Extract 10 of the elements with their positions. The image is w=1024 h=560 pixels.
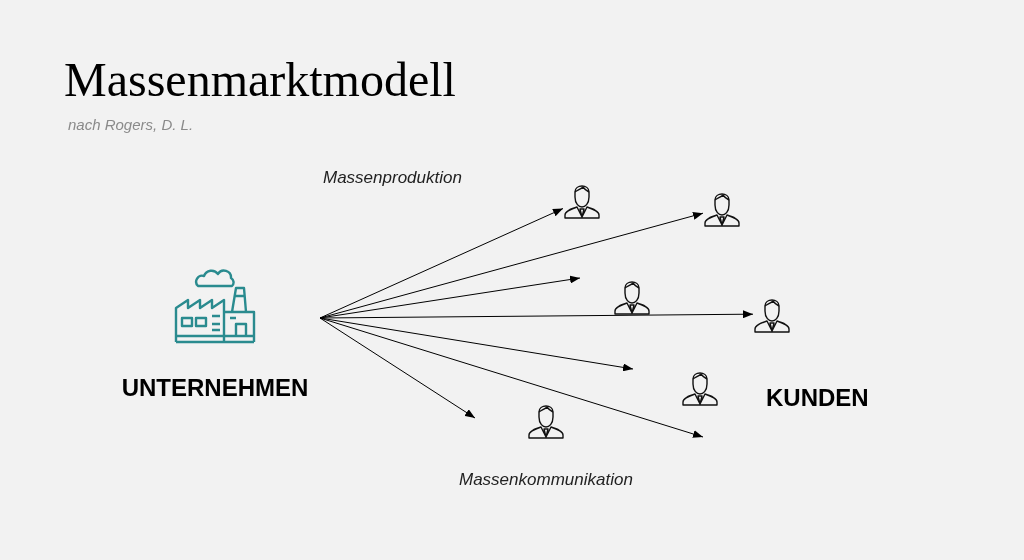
diagram-title: Massenmarktmodell <box>64 52 456 107</box>
arrow <box>319 208 564 319</box>
node-label: UNTERNEHMEN <box>120 374 310 402</box>
group-label: KUNDEN <box>766 384 869 412</box>
arrow <box>319 317 476 419</box>
annotation-text: Massenkommunikation <box>459 470 633 490</box>
arrow <box>319 310 754 319</box>
annotation-text: Massenproduktion <box>323 168 462 188</box>
arrow <box>319 317 704 438</box>
subtitle: nach Rogers, D. L. <box>68 116 194 133</box>
